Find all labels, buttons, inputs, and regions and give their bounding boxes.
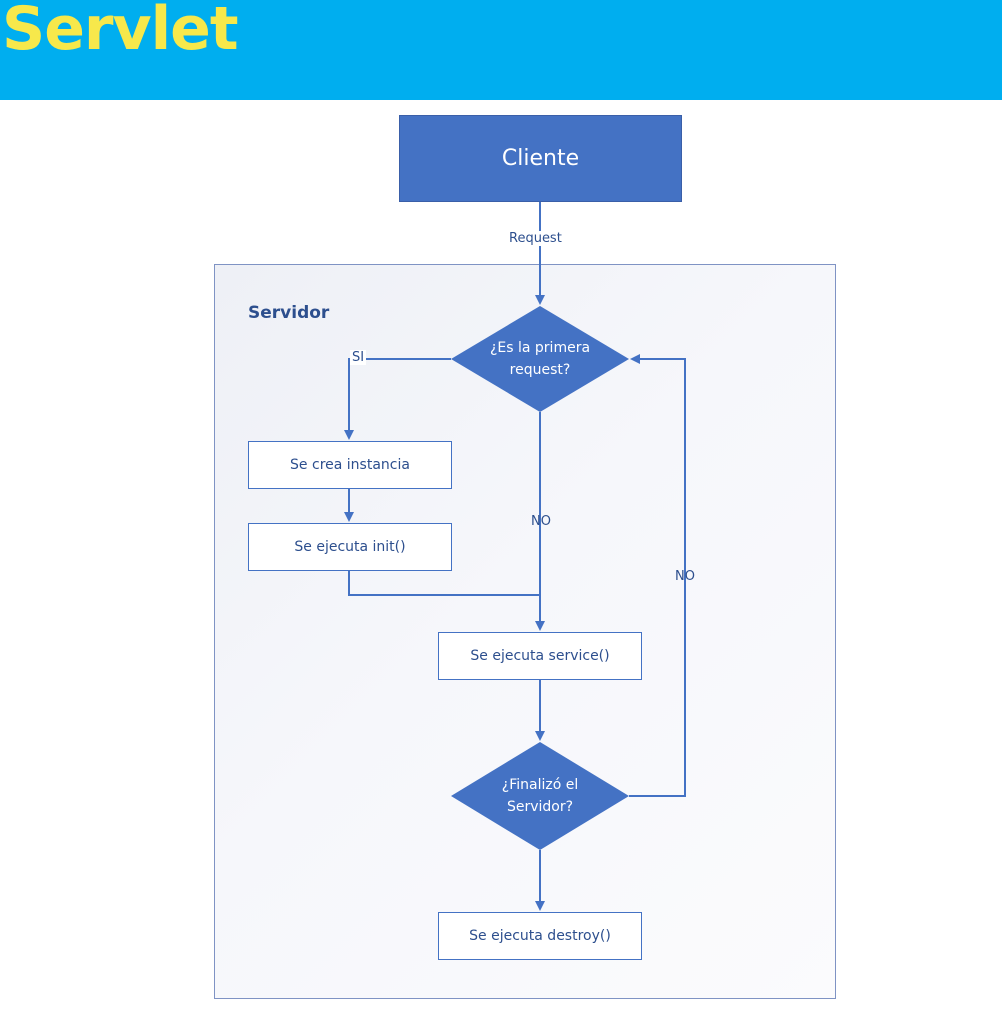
slide-title: Servlet bbox=[2, 0, 239, 64]
decision-first-line2: request? bbox=[509, 362, 571, 378]
decision-end-line1: ¿Finalizó el bbox=[501, 777, 579, 793]
header-bar: Servlet bbox=[0, 0, 1002, 100]
server-label: Servidor bbox=[248, 303, 330, 323]
client-box: Cliente bbox=[399, 115, 682, 202]
decision-first-request-shape bbox=[451, 306, 629, 412]
step-init: Se ejecuta init() bbox=[248, 523, 452, 571]
no-label-loop: NO bbox=[675, 569, 695, 584]
step-destroy: Se ejecuta destroy() bbox=[438, 912, 642, 960]
init-to-service-line bbox=[348, 571, 540, 596]
decision-first-line1: ¿Es la primera bbox=[489, 340, 591, 356]
decision-server-finished-shape bbox=[451, 742, 629, 850]
no-loop-arrow bbox=[629, 354, 686, 797]
decision-end-line2: Servidor? bbox=[506, 799, 574, 815]
no-label-center: NO bbox=[531, 514, 551, 529]
step-create-instance: Se crea instancia bbox=[248, 441, 452, 489]
step-service: Se ejecuta service() bbox=[438, 632, 642, 680]
decision-server-finished-text: ¿Finalizó el Servidor? bbox=[470, 773, 610, 819]
yes-branch-arrow bbox=[344, 358, 451, 440]
decision-first-request-text: ¿Es la primera request? bbox=[470, 336, 610, 382]
request-label: Request bbox=[507, 231, 564, 246]
yes-label: SI bbox=[350, 350, 367, 365]
